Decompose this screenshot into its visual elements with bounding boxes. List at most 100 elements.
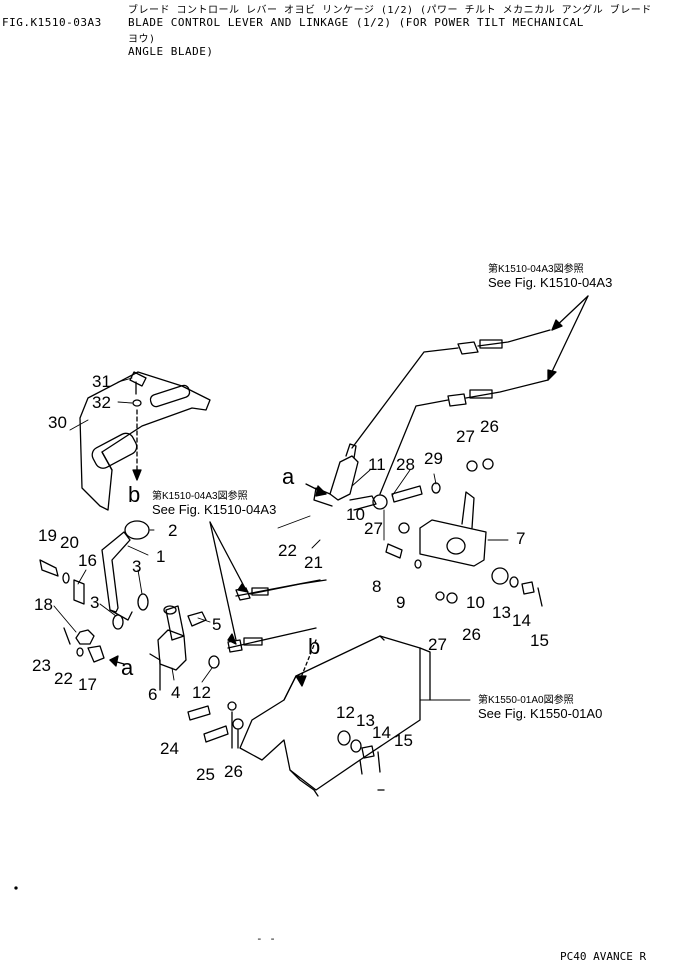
washer-32 (132, 399, 142, 407)
part-number-22: 22 (54, 669, 73, 688)
part-number-12: 12 (192, 683, 211, 702)
footer-dash: - - (256, 932, 276, 945)
bushing-10-upper (372, 494, 388, 510)
leader-lines (53, 377, 509, 701)
title-japanese-yo: ヨウ) (128, 34, 156, 45)
part-number-10: 10 (346, 505, 365, 524)
callout-a-left: a (121, 655, 134, 680)
part-number-14: 14 (372, 723, 391, 742)
part-number-26: 26 (224, 762, 243, 781)
bushing-16 (73, 579, 85, 605)
washer-26-low (446, 592, 458, 604)
reference-en: See Fig. K1510-04A3 (488, 275, 613, 290)
bolt-8 (385, 543, 403, 559)
pin-5 (187, 611, 207, 627)
part-number-20: 20 (60, 533, 79, 552)
pivot-17 (87, 645, 105, 663)
reference-center: 第K1510-04A3図参照 See Fig. K1510-04A3 (152, 490, 276, 516)
part-number-16: 16 (78, 551, 97, 570)
cable-upper-center (235, 579, 327, 601)
washer-29 (431, 482, 441, 494)
bushing-10-right (491, 567, 509, 585)
part-number-3: 3 (132, 557, 142, 576)
part-number-12: 12 (336, 703, 355, 722)
part-number-21: 21 (304, 553, 323, 572)
washer-26-lower (232, 718, 244, 730)
washer-27-mid (398, 522, 410, 534)
nut-18 (75, 629, 95, 645)
reference-jp: 第K1510-04A3図参照 (152, 491, 248, 502)
arrow-head-b-top (132, 469, 142, 481)
mounting-frame (239, 635, 431, 797)
arrowhead-a-right (315, 485, 327, 497)
part-number-26: 26 (480, 417, 499, 436)
lever-bracket-4 (157, 605, 187, 671)
washer-26-top (482, 458, 494, 470)
arrowhead-a-left (109, 655, 119, 667)
pin-23 (63, 627, 71, 645)
part-number-7: 7 (516, 529, 526, 548)
cover-plate (79, 371, 211, 511)
cable-lower-right (379, 379, 549, 495)
part-number-26: 26 (462, 625, 481, 644)
washer-27-low (435, 591, 445, 601)
control-lever-1 (101, 531, 133, 621)
part-number-19: 19 (38, 526, 57, 545)
part-number-14: 14 (512, 611, 531, 630)
bolt-25 (203, 725, 229, 743)
arrowhead-b-mid (295, 675, 307, 687)
part-number-23: 23 (32, 656, 51, 675)
shaft-link (349, 495, 377, 511)
part-number-6: 6 (148, 685, 158, 704)
callout-a-right: a (282, 464, 295, 489)
ref-arrowhead-right-1 (551, 319, 563, 331)
part-number-27: 27 (456, 427, 475, 446)
reference-jp: 第K1550-01A0図参照 (478, 695, 574, 706)
part-number-28: 28 (396, 455, 415, 474)
title-japanese: ブレード コントロール レバー オヨビ リンケージ (1/2) (パワー チルト… (128, 5, 652, 16)
shaft-6 (149, 653, 161, 691)
bolt-19 (39, 559, 59, 577)
reference-lower-right: 第K1550-01A0図参照 See Fig. K1550-01A0 (478, 694, 602, 720)
figure-id: FIG.K1510-03A3 (2, 16, 102, 29)
part-number-17: 17 (78, 675, 97, 694)
reference-jp: 第K1510-04A3図参照 (488, 264, 584, 275)
ref-arrow-left-2 (209, 521, 237, 641)
part-number-13: 13 (356, 711, 375, 730)
part-number-15: 15 (394, 731, 413, 750)
ref-arrowhead-left-1 (237, 583, 249, 593)
part-number-2: 2 (168, 521, 178, 540)
part-number-32: 32 (92, 393, 111, 412)
part-number-24: 24 (160, 739, 179, 758)
part-number-31: 31 (92, 372, 111, 391)
cable-lower-center (227, 627, 317, 653)
bracket-7 (419, 491, 487, 567)
part-number-1: 1 (156, 547, 166, 566)
nut-14-right (521, 581, 535, 595)
bolt-31 (129, 371, 147, 395)
part-number-15: 15 (530, 631, 549, 650)
knob-2 (124, 520, 150, 540)
washer-22-left (76, 647, 84, 657)
part-number-27: 27 (428, 635, 447, 654)
pin-15-right (537, 587, 543, 607)
ref-arrowhead-left-2 (227, 633, 237, 645)
part-number-27: 27 (364, 519, 383, 538)
part-number-10: 10 (466, 593, 485, 612)
link-lever-11 (313, 443, 359, 507)
washer-27-top (466, 460, 478, 472)
callout-b-top: b (128, 482, 141, 507)
bushing-set-lower (337, 730, 381, 773)
washer-26-lower-b (227, 701, 237, 711)
title-line-1: BLADE CONTROL LEVER AND LINKAGE (1/2) (F… (128, 16, 584, 29)
ref-arrow-left-1 (209, 521, 247, 591)
bolt-24 (187, 705, 211, 721)
washer-20 (62, 572, 70, 584)
ref-arrow-right-2 (547, 295, 589, 381)
cable-upper-right (351, 329, 551, 449)
reference-en: See Fig. K1550-01A0 (478, 706, 603, 721)
part-number-18: 18 (34, 595, 53, 614)
boot-3-lower (112, 614, 124, 630)
part-number-8: 8 (372, 577, 382, 596)
